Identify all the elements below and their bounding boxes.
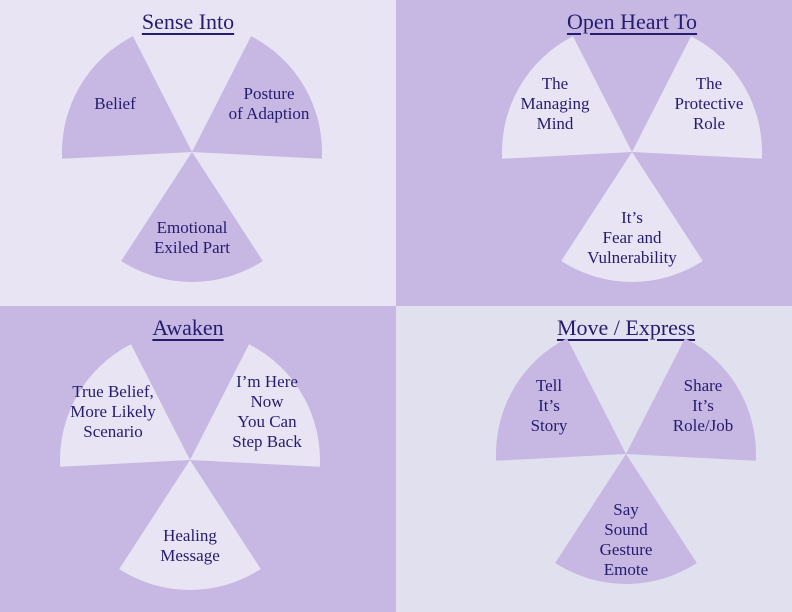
wedge-label-right: Share It’s Role/Job <box>672 376 734 435</box>
trefoil-shape <box>60 344 320 590</box>
wedge-shape-left <box>502 36 632 159</box>
quadrant-open-heart-to: Open Heart To The Managing Mind The Prot… <box>396 0 792 306</box>
wedge-shape-bottom <box>555 454 697 584</box>
wedge-label-left: Tell It’s Story <box>530 376 568 435</box>
wedge-label-right: Posture of Adaption <box>228 84 310 123</box>
wedge-label-right: The Protective Role <box>674 74 744 133</box>
wedge-label-left: True Belief, More Likely Scenario <box>70 382 156 441</box>
wedge-shape-left <box>496 338 626 461</box>
quadrant-sense-into: Sense Into Belief Posture of Adaption Em… <box>0 0 396 306</box>
quadrant-title: Open Heart To <box>566 9 698 34</box>
quadrant-title: Sense Into <box>141 9 235 34</box>
quadrant-move-express: Move / Express Tell It’s Story Share It’… <box>396 306 792 612</box>
trefoil-shape <box>502 36 762 282</box>
quadrant-title: Awaken <box>152 315 224 340</box>
wedge-label-left: The Managing Mind <box>520 74 590 133</box>
quadrant-title: Move / Express <box>556 315 696 340</box>
wedge-label-bottom: It’s Fear and Vulnerability <box>587 208 677 267</box>
wedge-shape-right <box>626 338 756 461</box>
wedge-label-bottom: Healing Message <box>160 526 220 565</box>
wedge-label-right: I’m Here Now You Can Step Back <box>232 372 302 451</box>
wedge-shape-bottom <box>121 152 263 282</box>
wedge-label-bottom: Say Sound Gesture Emote <box>599 500 653 579</box>
wedge-shape-right <box>632 36 762 159</box>
wedge-shape-left <box>62 36 192 159</box>
wedge-shape-right <box>192 36 322 159</box>
wedge-shape-bottom <box>561 152 703 282</box>
quadrant-awaken: Awaken True Belief, More Likely Scenario… <box>0 306 396 612</box>
wedge-shape-bottom <box>119 460 261 590</box>
trefoil-shape <box>62 36 322 282</box>
wedge-shape-right <box>190 344 320 467</box>
trefoil-shape <box>496 338 756 584</box>
wedge-label-bottom: Emotional Exiled Part <box>153 218 231 257</box>
wedge-shape-left <box>60 344 190 467</box>
wedge-label-left: Belief <box>94 94 136 113</box>
